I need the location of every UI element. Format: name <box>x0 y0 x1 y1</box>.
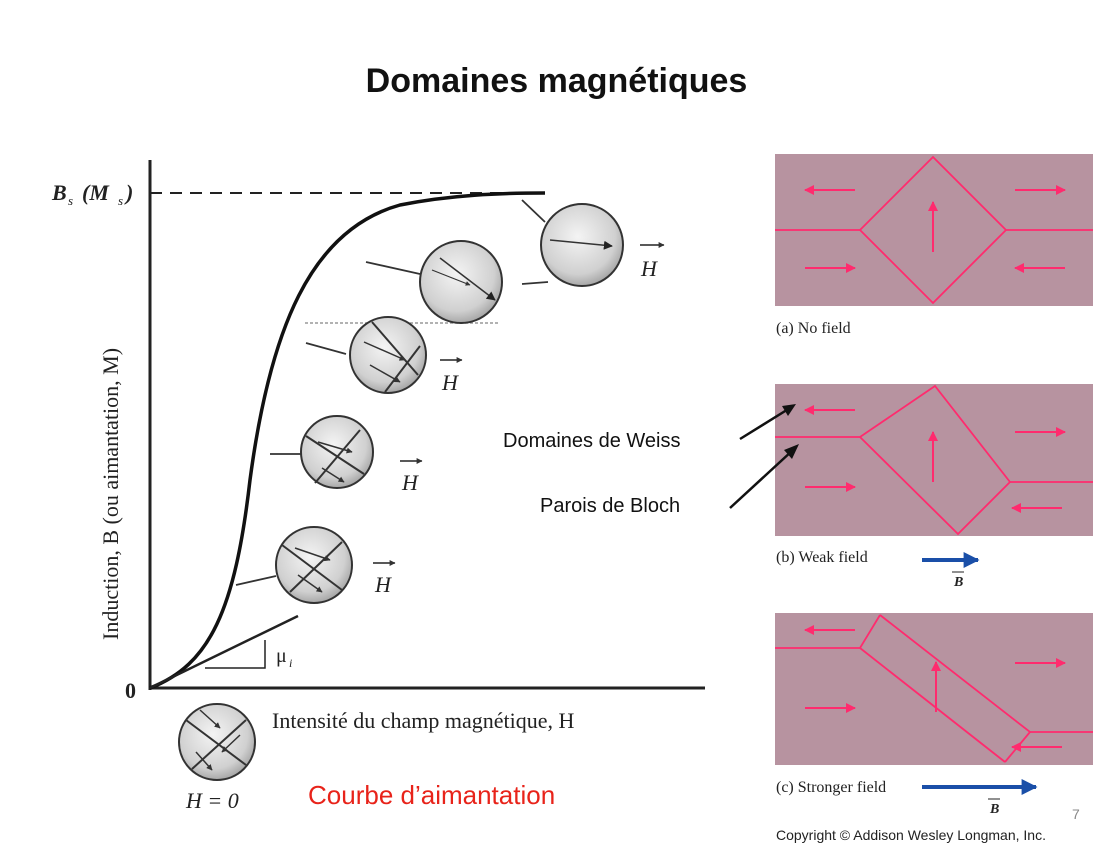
initial-slope-line <box>149 614 299 690</box>
magnetization-curve <box>149 191 546 690</box>
domain-panel-weak-field <box>775 384 1093 536</box>
svg-text:s: s <box>68 193 73 208</box>
panel-caption-a: (a) No field <box>776 320 851 337</box>
leader-line <box>521 199 546 223</box>
field-vector-4: H <box>640 242 665 281</box>
field-vector-3: H <box>440 357 463 395</box>
domain-panel-stronger-field <box>775 613 1093 765</box>
weiss-pointer-head <box>782 404 796 416</box>
field-vector-1: H <box>373 560 396 597</box>
domain-panel-no-field <box>775 154 1093 306</box>
svg-text:(M: (M <box>82 180 110 205</box>
grain-saturated <box>540 203 624 287</box>
grain-h-zero <box>178 703 256 781</box>
annotation-bloch-walls: Parois de Bloch <box>540 495 681 517</box>
field-vector-2: H <box>400 458 423 495</box>
field-vector-b-label: B <box>989 802 999 817</box>
grain-step-3 <box>349 316 427 394</box>
bloch-pointer-head <box>784 444 799 459</box>
panel-caption-b: (b) Weak field <box>776 549 868 566</box>
field-vector-label: H <box>401 470 419 495</box>
weak-field-vector: B <box>922 552 980 590</box>
field-vector-label: H <box>374 572 392 597</box>
grain-step-4 <box>419 240 503 324</box>
page-number: 7 <box>1072 806 1080 822</box>
field-vector-label: H <box>640 256 658 281</box>
svg-text:μ: μ <box>276 645 287 667</box>
annotation-weiss-domains: Domaines de Weiss <box>503 430 681 452</box>
weiss-pointer <box>739 406 791 441</box>
panel-caption-c: (c) Stronger field <box>776 779 887 796</box>
x-axis-label: Intensité du champ magnétique, H <box>272 708 575 733</box>
stronger-field-vector: B <box>922 779 1038 817</box>
leader-line <box>521 281 549 285</box>
initial-permeability-label: μ i <box>276 645 292 670</box>
leader-line <box>235 575 277 586</box>
bloch-pointer <box>729 449 794 509</box>
slide-title: Domaines magnétiques <box>365 62 748 100</box>
leader-line <box>365 261 421 275</box>
leader-line <box>305 342 347 355</box>
svg-text:B: B <box>51 180 67 205</box>
y-axis-label: Induction, B (ou aimantation, M) <box>98 348 123 640</box>
origin-label: 0 <box>125 678 136 703</box>
slope-triangle <box>205 640 266 669</box>
zero-field-label: H = 0 <box>185 788 239 813</box>
grain-step-1 <box>275 526 353 604</box>
copyright-notice: Copyright © Addison Wesley Longman, Inc. <box>776 827 1046 843</box>
svg-text:s: s <box>118 193 123 208</box>
svg-text:): ) <box>124 180 133 205</box>
grain-step-2 <box>300 415 374 489</box>
field-vector-label: H <box>441 370 459 395</box>
curve-caption: Courbe d’aimantation <box>308 780 556 810</box>
svg-text:i: i <box>289 656 292 670</box>
field-vector-b-label: B <box>953 575 963 590</box>
y-top-label: B s (M s ) <box>51 180 133 208</box>
